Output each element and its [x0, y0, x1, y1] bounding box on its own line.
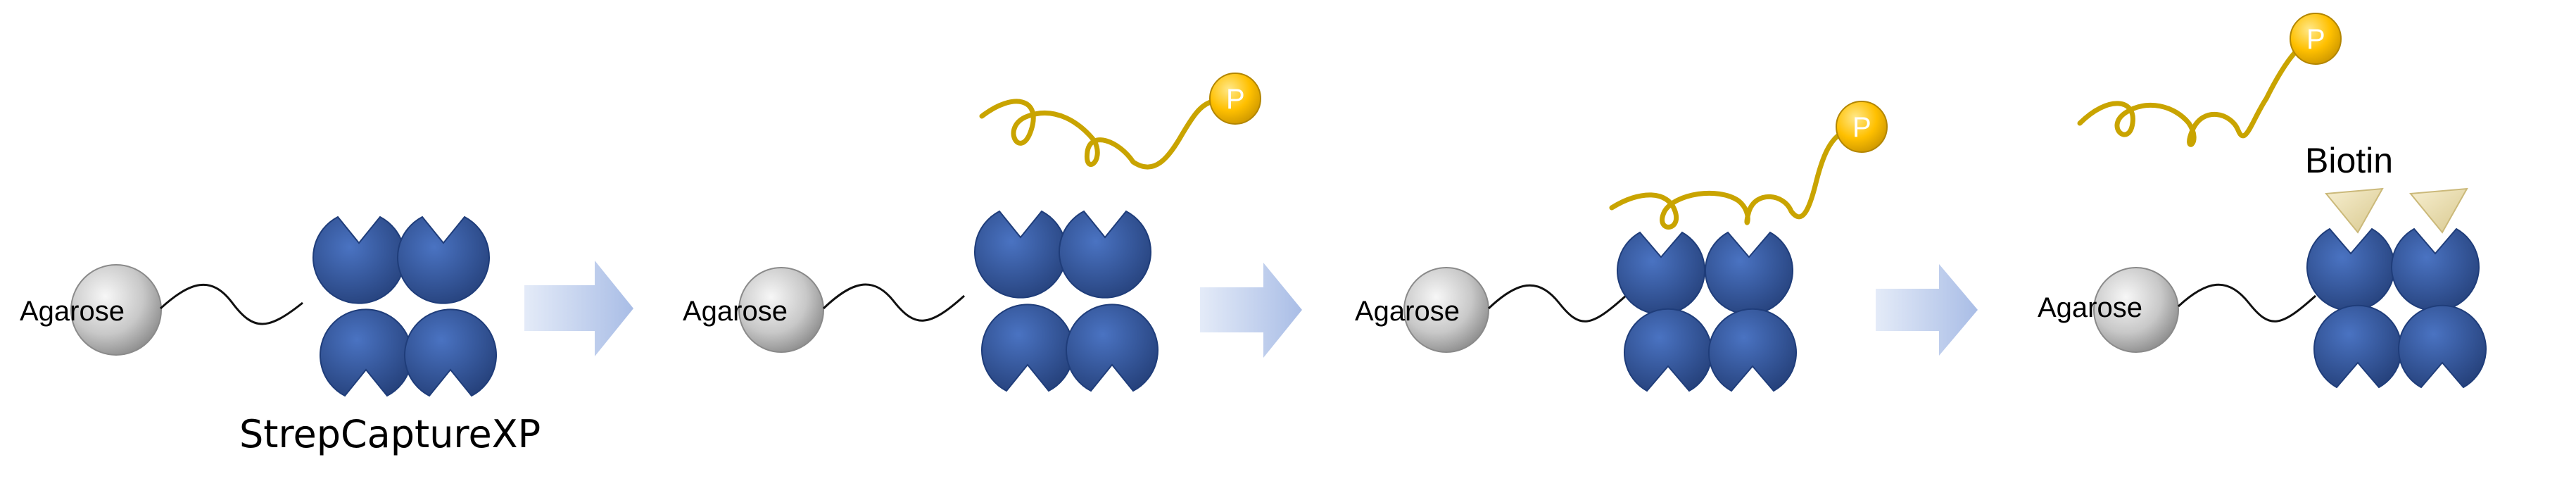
linker	[822, 283, 966, 322]
process-arrow-2	[1200, 263, 1302, 358]
panel-1: Agarose StrepCaptureXP	[20, 215, 541, 456]
streptavidin-tetramer	[974, 210, 1158, 392]
panel-3: Agarose P	[1355, 101, 1888, 392]
phosphate-group	[1836, 101, 1888, 153]
biotin-label: Biotin	[2305, 141, 2393, 180]
agarose-bead: Agarose	[2038, 267, 2179, 353]
agarose-bead: Agarose	[1355, 267, 1489, 353]
agarose-label: Agarose	[20, 296, 125, 327]
released-phosphorylated-oligo: P	[2077, 13, 2342, 147]
agarose-label: Agarose	[2038, 292, 2142, 323]
phosphate-group	[2290, 13, 2342, 65]
agarose-label: Agarose	[1355, 296, 1460, 327]
process-arrow-1	[524, 261, 633, 356]
product-name: StrepCaptureXP	[239, 412, 541, 456]
streptavidin-tetramer	[1617, 231, 1797, 392]
linker	[2177, 283, 2317, 323]
agarose-bead: Agarose	[683, 267, 824, 353]
phosphorylated-oligo: P	[979, 73, 1261, 170]
phosphate-label: P	[1226, 84, 1245, 115]
process-arrow-3	[1876, 264, 1978, 356]
panel-4: Agarose Biotin P	[2038, 13, 2487, 389]
bound-phosphorylated-oligo: P	[1609, 101, 1888, 230]
linker	[159, 283, 303, 325]
panel-2: Agarose P	[683, 73, 1261, 392]
biotin-triangle	[2325, 187, 2384, 234]
phosphate-label: P	[1852, 112, 1871, 143]
phosphate-group	[1209, 73, 1261, 125]
agarose-bead: Agarose	[20, 264, 162, 356]
biotin-molecules	[2325, 187, 2468, 234]
agarose-label: Agarose	[683, 296, 788, 327]
biotin-triangle	[2409, 187, 2468, 234]
streptavidin-tetramer	[2306, 227, 2487, 389]
linker	[1487, 284, 1627, 323]
phosphate-label: P	[2306, 24, 2325, 55]
streptavidin-tetramer	[312, 215, 497, 397]
